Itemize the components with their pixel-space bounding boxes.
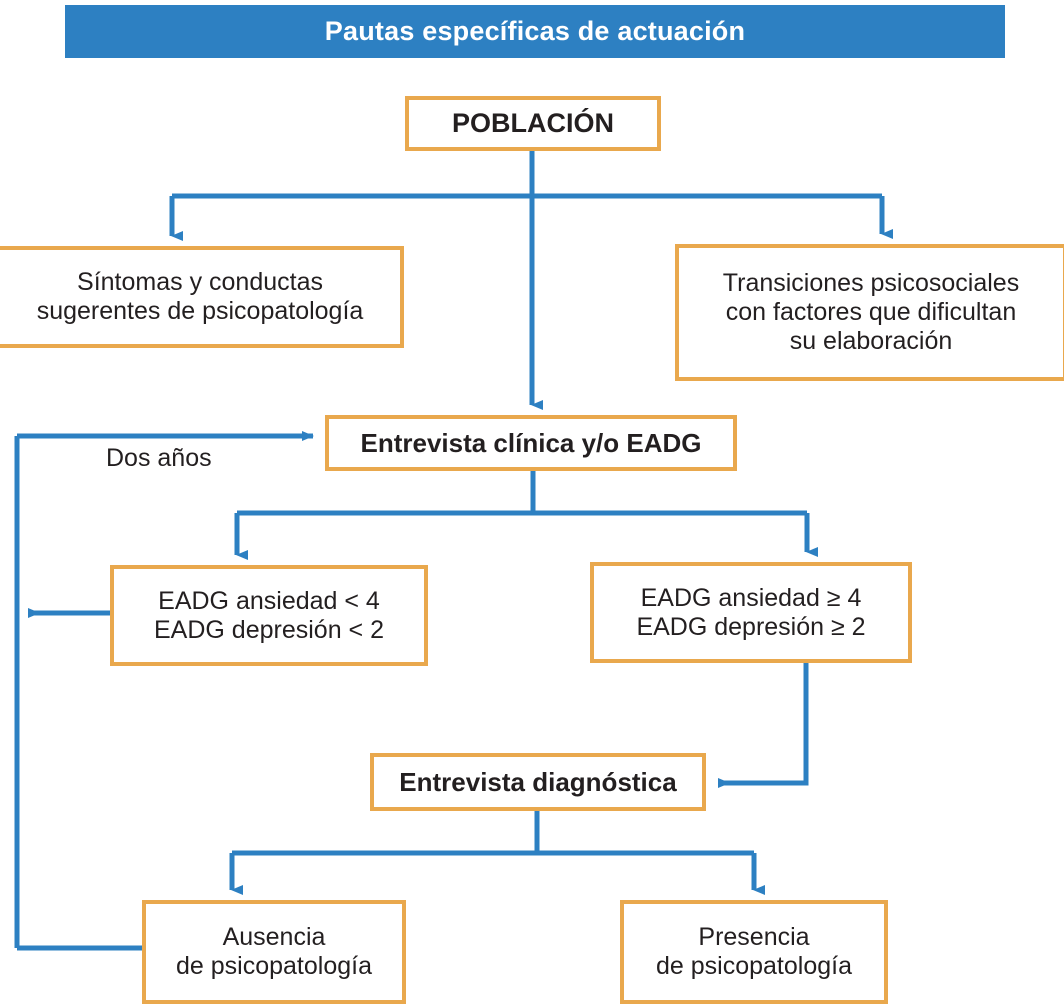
node-eadg-bajo[interactable]: EADG ansiedad < 4 EADG depresión < 2 [110, 565, 428, 666]
node-poblacion[interactable]: POBLACIÓN [405, 96, 661, 151]
node-transiciones-label: Transiciones psicosociales con factores … [722, 269, 1020, 355]
node-eadg-alto[interactable]: EADG ansiedad ≥ 4 EADG depresión ≥ 2 [590, 562, 912, 663]
node-sintomas-label: Síntomas y conductas sugerentes de psico… [36, 268, 364, 325]
node-entrevista-diagnostica-label: Entrevista diagnóstica [399, 766, 677, 797]
node-entrevista-diagnostica[interactable]: Entrevista diagnóstica [370, 753, 706, 811]
node-entrevista-clinica[interactable]: Entrevista clínica y/o EADG [325, 415, 737, 471]
node-presencia[interactable]: Presencia de psicopatología [620, 900, 888, 1004]
page-title: Pautas específicas de actuación [65, 5, 1005, 58]
node-ausencia-label: Ausencia de psicopatología [176, 923, 372, 980]
page-title-text: Pautas específicas de actuación [324, 16, 746, 46]
node-poblacion-label: POBLACIÓN [452, 107, 614, 138]
node-sintomas[interactable]: Síntomas y conductas sugerentes de psico… [0, 246, 404, 348]
node-eadg-bajo-label: EADG ansiedad < 4 EADG depresión < 2 [154, 586, 384, 644]
node-ausencia[interactable]: Ausencia de psicopatología [142, 900, 406, 1004]
edge-eadg-alto-to-entrevista-diagnostica [718, 663, 809, 788]
node-presencia-label: Presencia de psicopatología [656, 923, 852, 980]
edge-label-dos-anios: Dos años [106, 444, 212, 472]
node-entrevista-clinica-label: Entrevista clínica y/o EADG [360, 427, 702, 458]
node-transiciones[interactable]: Transiciones psicosociales con factores … [675, 244, 1064, 381]
node-eadg-alto-label: EADG ansiedad ≥ 4 EADG depresión ≥ 2 [636, 583, 866, 641]
